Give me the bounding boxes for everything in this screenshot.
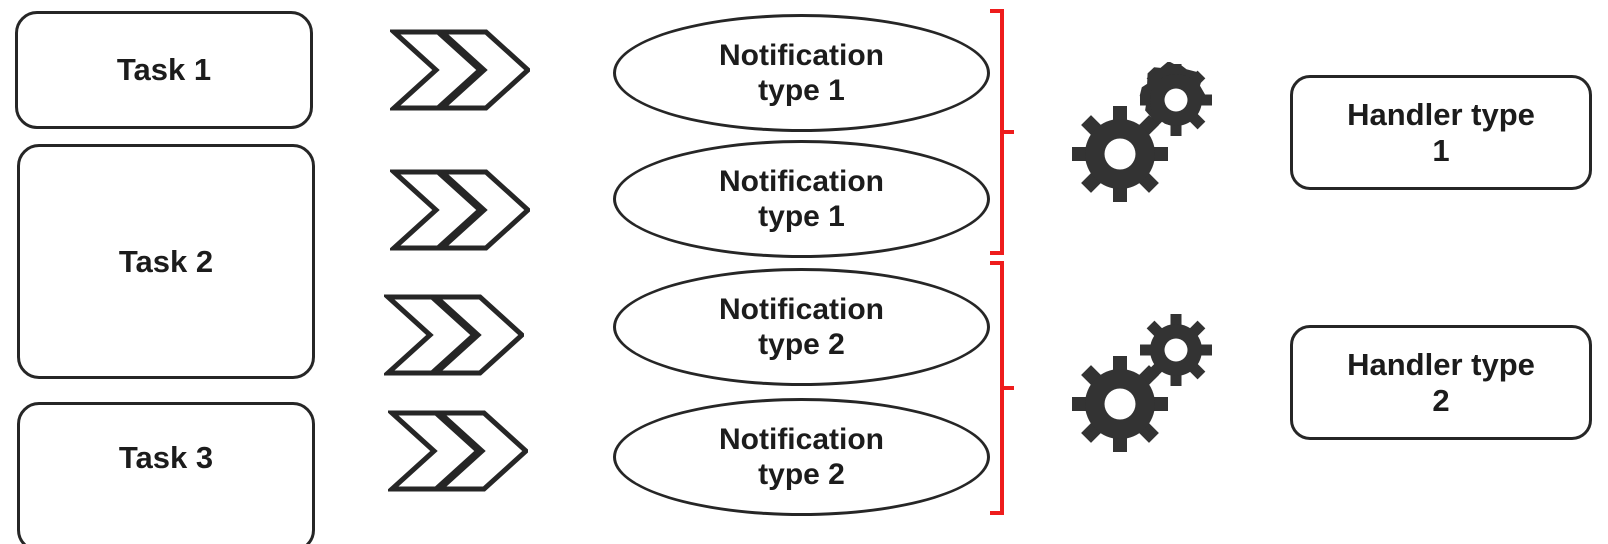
arrow-group-2[interactable] bbox=[387, 168, 532, 257]
notification-line2: type 1 bbox=[758, 74, 845, 107]
arrow-group-4[interactable] bbox=[385, 409, 530, 498]
notification-line2: type 2 bbox=[758, 328, 845, 361]
double-chevron-right-icon bbox=[381, 294, 526, 376]
task-box-2[interactable]: Task 2 bbox=[17, 144, 315, 379]
task-label-1: Task 1 bbox=[116, 52, 212, 87]
notification-ellipse-1[interactable]: Notification type 1 bbox=[613, 14, 990, 132]
notification-label-1: Notification type 1 bbox=[719, 38, 884, 109]
gears-icon bbox=[1072, 64, 1212, 202]
handler-line2: 2 bbox=[1432, 382, 1450, 418]
double-chevron-right-icon bbox=[387, 169, 532, 251]
notification-ellipse-4[interactable]: Notification type 2 bbox=[613, 398, 990, 516]
handler-line1: Handler type bbox=[1347, 96, 1535, 132]
large-gear-icon bbox=[1072, 106, 1168, 202]
notification-line1: Notification bbox=[719, 292, 884, 326]
handler-box-1[interactable]: Handler type 1 bbox=[1290, 75, 1592, 190]
notification-line1: Notification bbox=[719, 422, 884, 456]
notification-label-3: Notification type 2 bbox=[719, 292, 884, 363]
handler-label-2: Handler type 2 bbox=[1347, 347, 1535, 418]
notification-ellipse-3[interactable]: Notification type 2 bbox=[613, 268, 990, 386]
curly-bracket-icon bbox=[990, 261, 1014, 515]
notification-line2: type 2 bbox=[758, 458, 845, 491]
task-label-3: Task 3 bbox=[118, 440, 214, 475]
gears-icon-group-2 bbox=[1072, 312, 1222, 459]
arrow-group-1[interactable] bbox=[387, 28, 532, 117]
curly-bracket-icon bbox=[990, 9, 1014, 255]
bracket-group-1 bbox=[988, 8, 1028, 263]
handler-line1: Handler type bbox=[1347, 346, 1535, 382]
gears-icon-group-1 bbox=[1072, 62, 1222, 209]
bracket-group-2 bbox=[988, 260, 1028, 523]
task-label-2: Task 2 bbox=[118, 243, 214, 279]
double-chevron-right-icon bbox=[387, 29, 532, 111]
small-gear-icon bbox=[1140, 314, 1212, 386]
notification-line2: type 1 bbox=[758, 200, 845, 233]
large-gear-icon bbox=[1072, 356, 1168, 452]
small-gear-icon bbox=[1140, 64, 1212, 136]
handler-line2: 1 bbox=[1432, 132, 1450, 168]
handler-label-1: Handler type 1 bbox=[1347, 97, 1535, 168]
arrow-group-3[interactable] bbox=[381, 293, 526, 382]
task-box-3[interactable]: Task 3 bbox=[17, 402, 315, 544]
notification-line1: Notification bbox=[719, 38, 884, 72]
notification-line1: Notification bbox=[719, 164, 884, 198]
notification-ellipse-2[interactable]: Notification type 1 bbox=[613, 140, 990, 258]
notification-label-4: Notification type 2 bbox=[719, 422, 884, 493]
task-box-1[interactable]: Task 1 bbox=[15, 11, 313, 129]
notification-label-2: Notification type 1 bbox=[719, 164, 884, 235]
handler-box-2[interactable]: Handler type 2 bbox=[1290, 325, 1592, 440]
gears-icon bbox=[1072, 314, 1212, 452]
double-chevron-right-icon bbox=[385, 410, 530, 492]
